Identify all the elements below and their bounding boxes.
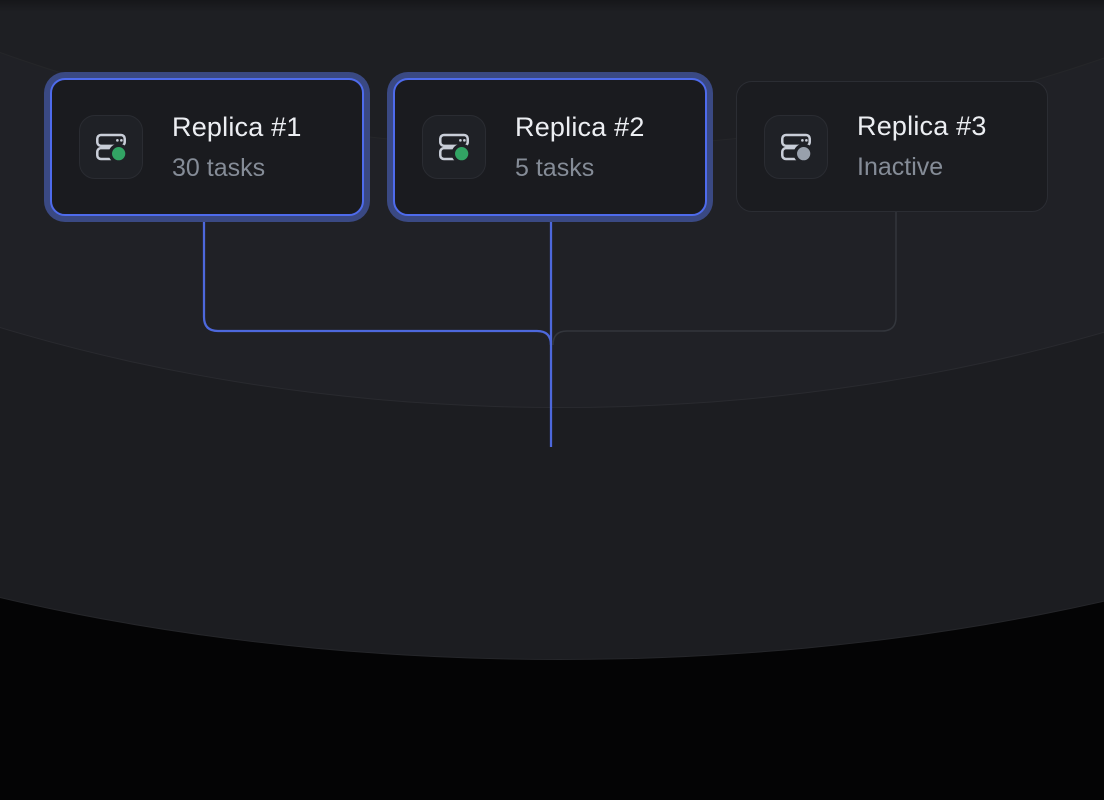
replica-node-1-card: Replica #1 30 tasks xyxy=(50,78,364,216)
server-icon-box xyxy=(79,115,143,179)
server-icon-box xyxy=(764,114,828,179)
server-icon-box xyxy=(422,115,486,179)
node-subtitle: 5 tasks xyxy=(515,153,595,182)
node-title: Replica #1 xyxy=(172,111,302,142)
replica-node-1[interactable]: Replica #1 30 tasks xyxy=(44,72,370,222)
server-icon xyxy=(439,133,470,163)
replica-node-2[interactable]: Replica #2 5 tasks xyxy=(387,72,713,222)
node-subtitle: Inactive xyxy=(857,153,944,182)
replica-node-2-card: Replica #2 5 tasks xyxy=(393,78,707,216)
replica-node-3[interactable]: Replica #3 Inactive xyxy=(736,81,1048,212)
node-title: Replica #3 xyxy=(857,111,987,142)
server-icon xyxy=(96,133,127,163)
status-dot xyxy=(451,143,470,163)
connector-replica-1 xyxy=(202,212,553,346)
node-subtitle: 30 tasks xyxy=(172,153,266,182)
status-dot xyxy=(108,143,127,163)
server-icon xyxy=(781,133,812,163)
node-title: Replica #2 xyxy=(515,111,645,142)
replica-node-3-card: Replica #3 Inactive xyxy=(736,81,1048,212)
status-dot xyxy=(793,143,812,163)
connector-replica-3 xyxy=(552,208,897,346)
